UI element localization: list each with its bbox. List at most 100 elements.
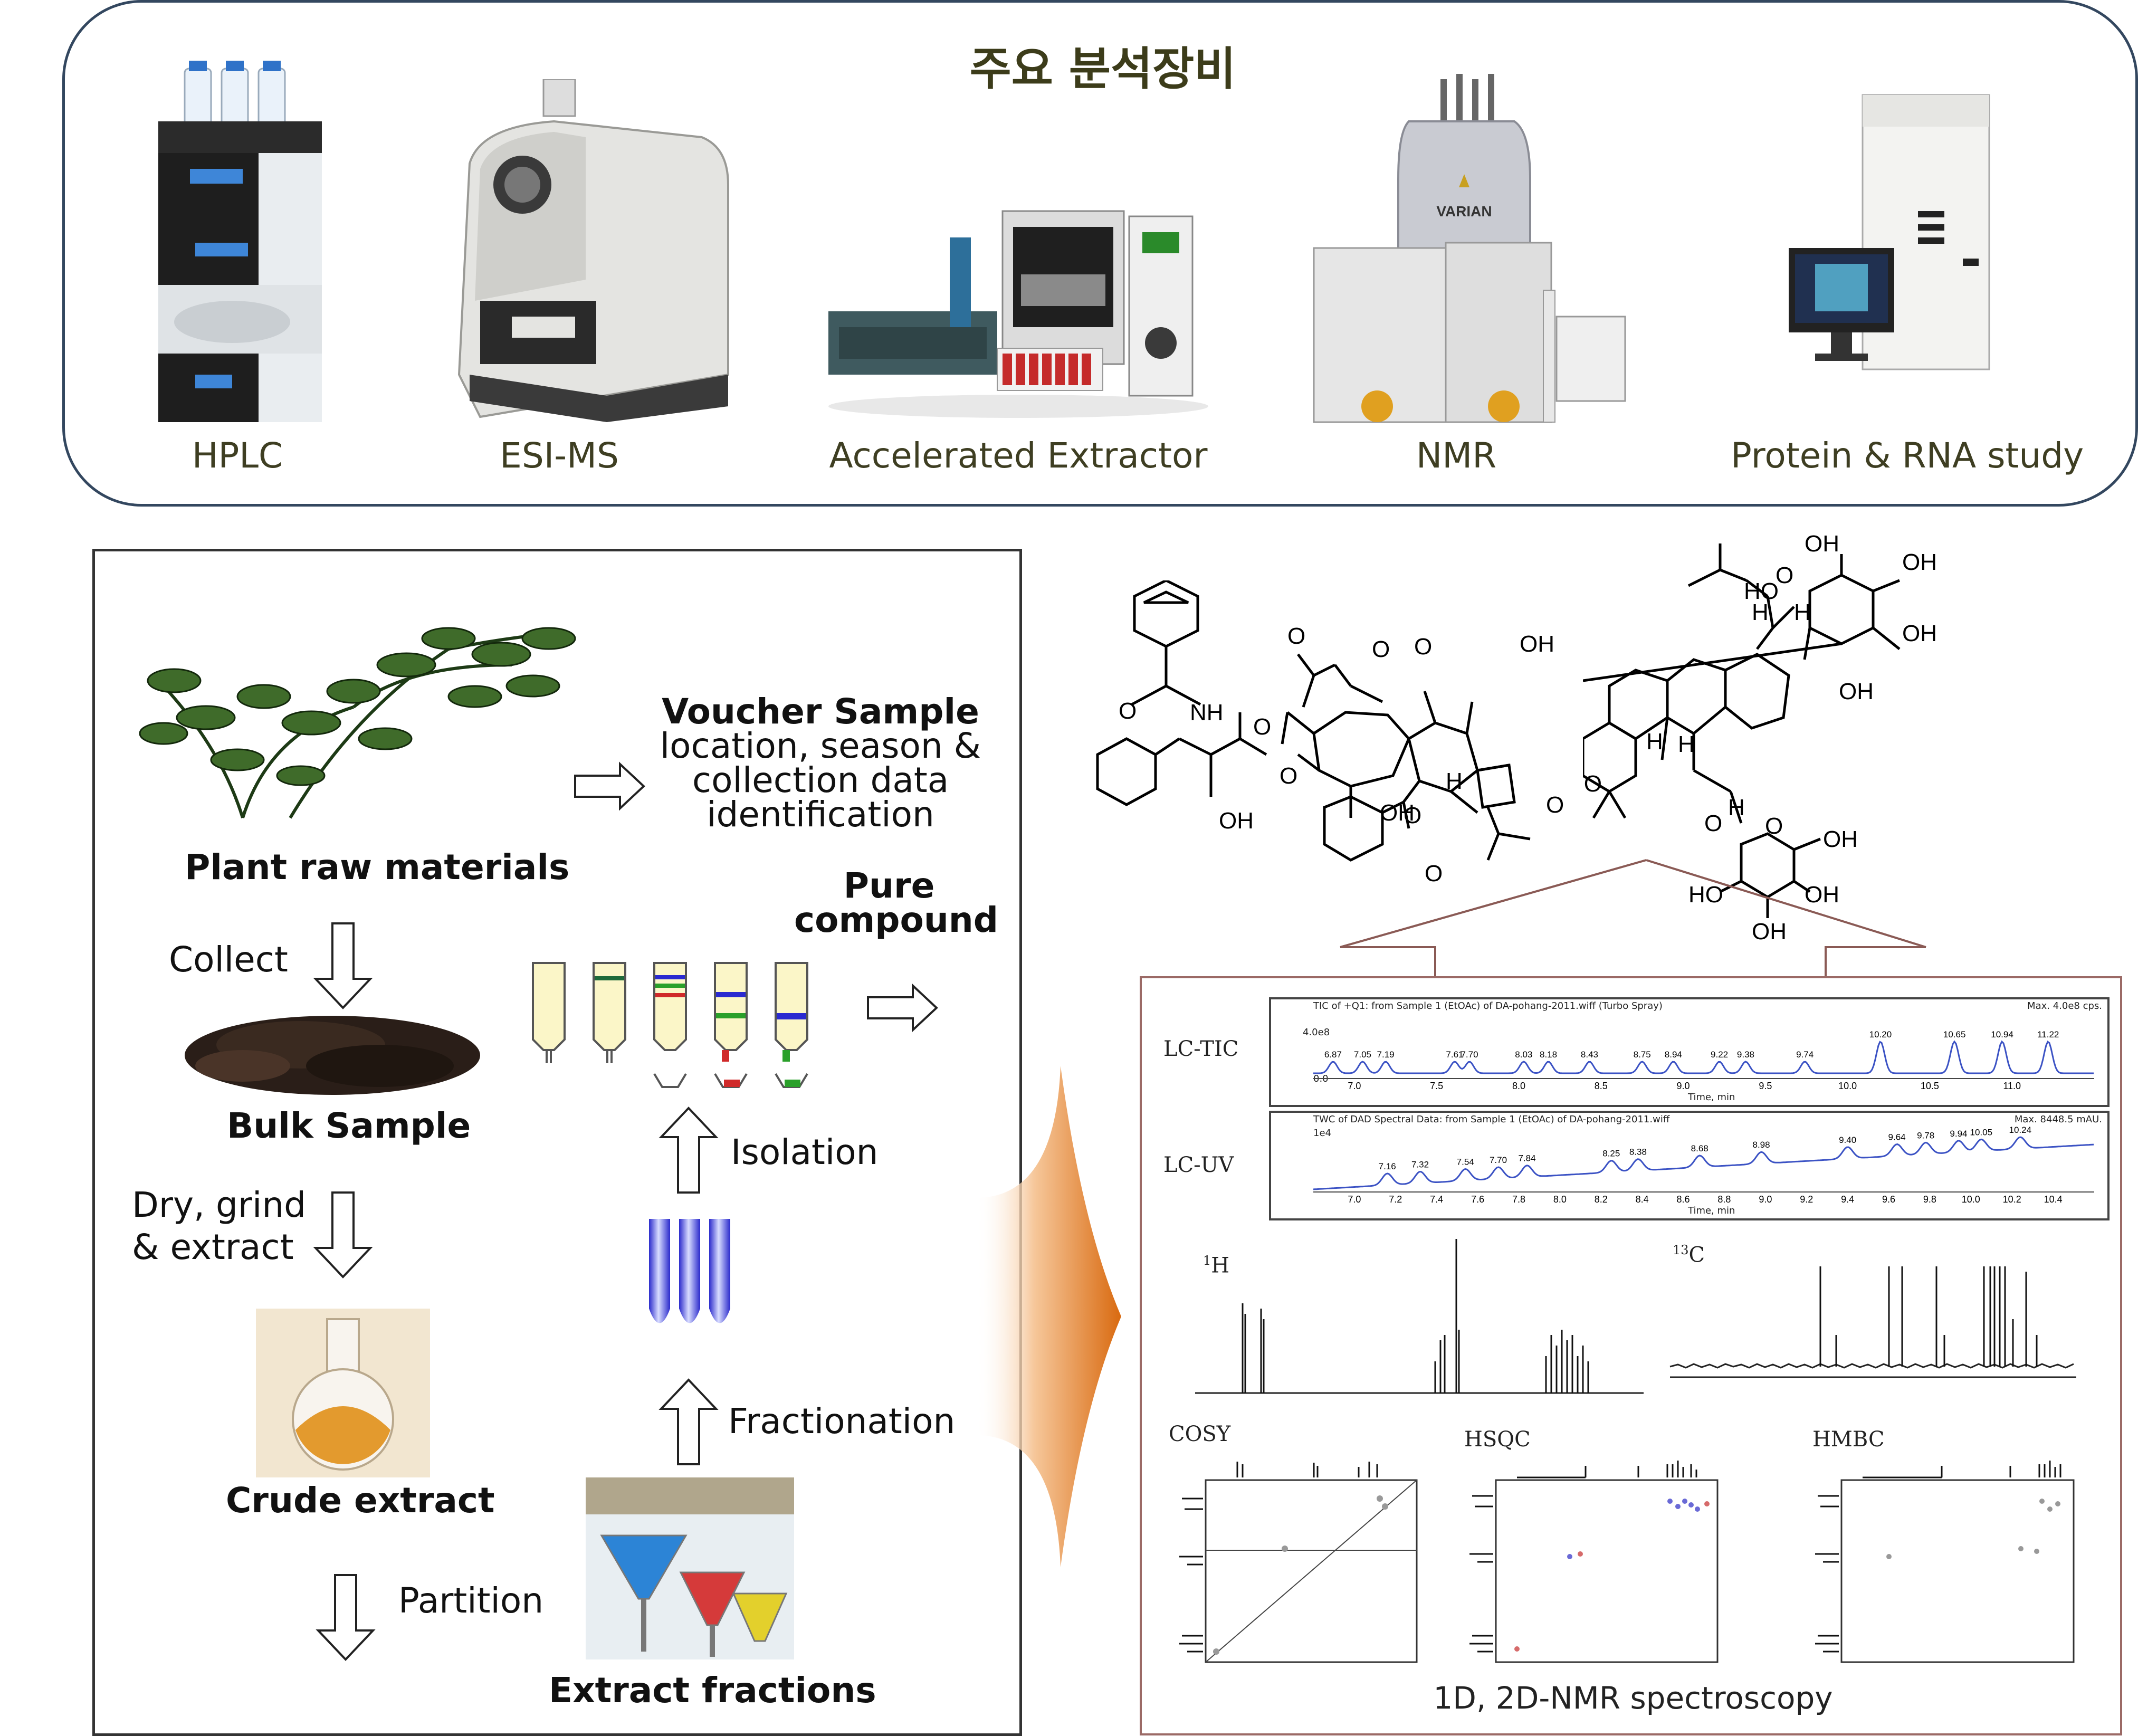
hplc-label: HPLC	[192, 435, 283, 476]
lc-uv-peak-label: 9.64	[1888, 1132, 1906, 1142]
voucher-line-2: collection data	[692, 760, 949, 800]
lc-uv-chromatogram: TWC of DAD Spectral Data: from Sample 1 …	[1269, 1111, 2110, 1220]
protein-rna-label: Protein & RNA study	[1731, 435, 2084, 476]
struct-left-label-11: H	[1446, 768, 1463, 794]
lc-uv-peak-label: 7.54	[1457, 1157, 1474, 1167]
down-hollow-arrow-partition	[316, 1574, 376, 1661]
lc-uv-peak-label: 10.05	[1970, 1127, 1993, 1137]
lc-tic-peak-label: 8.18	[1540, 1050, 1557, 1060]
lc-uv-tick-label: 7.4	[1430, 1194, 1443, 1205]
taxane-structure-drawing: O NH O OH O O OH O O OH H O O O	[1096, 580, 1564, 886]
lc-tic-header: TIC of +Q1: from Sample 1 (EtOAc) of DA-…	[1313, 1000, 1663, 1012]
lc-tic-peak-label: 8.75	[1634, 1050, 1651, 1060]
struct-left-label-5: O	[1280, 763, 1297, 789]
lc-uv-tick-label: 8.8	[1717, 1194, 1731, 1205]
struct-left-label-13: O	[1425, 861, 1443, 886]
lc-tic-peak-label: 8.03	[1515, 1050, 1532, 1060]
lc-tic-peak-label: 8.43	[1581, 1050, 1598, 1060]
struct-left-label-9: O	[1414, 634, 1432, 660]
struct-left-label-6: O	[1287, 623, 1305, 649]
lc-uv-tick-label: 10.4	[2044, 1194, 2063, 1205]
lc-tic-peak-label: 7.19	[1377, 1050, 1395, 1060]
lc-uv-tick-label: 10.2	[2003, 1194, 2021, 1205]
crude-extract-label: Crude extract	[226, 1480, 495, 1521]
nmr-spectroscopy-caption: 1D, 2D-NMR spectroscopy	[1433, 1680, 1833, 1716]
lc-tic-tick-label: 10.5	[1921, 1081, 1939, 1091]
lc-tic-tick-label: 10.0	[1838, 1081, 1857, 1091]
plant-illustration	[139, 627, 576, 819]
struct-right-label-18: OH	[1752, 919, 1787, 945]
lc-uv-tick-label: 7.0	[1348, 1194, 1361, 1205]
esi-ms-instrument-image	[457, 79, 729, 422]
lc-uv-tick-label: 8.0	[1553, 1194, 1567, 1205]
struct-right-label-1: OH	[1805, 531, 1839, 557]
lc-tic-tick-label: 7.0	[1348, 1081, 1361, 1091]
struct-right-label-5: HO	[1744, 578, 1779, 604]
pure-compound-line-1: Pure	[843, 865, 935, 906]
lc-uv-peak-label: 9.94	[1950, 1129, 1967, 1139]
isolation-label: Isolation	[731, 1132, 879, 1172]
extract-fractions-image	[586, 1477, 794, 1659]
lc-uv-max: Max. 8448.5 mAU.	[2014, 1114, 2102, 1125]
dry-grind-line-1: Dry, grind	[132, 1185, 307, 1225]
chromatography-columns-image	[532, 962, 808, 1088]
lc-tic-tick-label: 9.5	[1759, 1081, 1772, 1091]
pure-compound-line-2: compound	[794, 900, 999, 940]
lc-tic-peak-label: 7.05	[1354, 1050, 1371, 1060]
struct-right-label-11: HO	[1583, 771, 1602, 797]
lc-uv-ytop: 1e4	[1313, 1128, 1331, 1139]
plant-raw-materials-label: Plant raw materials	[185, 847, 570, 888]
right-hollow-arrow-voucher	[574, 761, 645, 811]
lc-uv-tick-label: 8.2	[1595, 1194, 1608, 1205]
lc-tic-peak-label: 6.87	[1324, 1050, 1342, 1060]
esi-ms-label: ESI-MS	[500, 435, 619, 476]
struct-right-label-15: OH	[1823, 826, 1858, 852]
orange-transition-arrow	[976, 1066, 1121, 1567]
hmbc-2d-spectrum	[1815, 1461, 2075, 1663]
lc-uv-tick-label: 8.4	[1636, 1194, 1649, 1205]
struct-right-label-6: H	[1752, 599, 1769, 625]
lc-tic-peak-label: 9.74	[1796, 1050, 1814, 1060]
lc-tic-tick-label: 8.0	[1512, 1081, 1525, 1091]
struct-right-label-8: O	[1776, 562, 1793, 588]
voucher-line-1: location, season &	[660, 726, 981, 766]
cosy-2d-spectrum	[1179, 1462, 1418, 1663]
lc-tic-peak-label: 8.94	[1665, 1050, 1682, 1060]
lc-tic-ytop: 4.0e8	[1303, 1027, 1330, 1038]
lc-uv-tick-label: 7.8	[1512, 1194, 1525, 1205]
struct-right-label-12: O	[1704, 810, 1722, 836]
struct-left-label-1: O	[1119, 698, 1137, 724]
lc-tic-chromatogram: TIC of +Q1: from Sample 1 (EtOAc) of DA-…	[1269, 997, 2110, 1107]
panel-title: 주요 분석장비	[969, 43, 1236, 96]
lc-tic-max: Max. 4.0e8 cps.	[2027, 1000, 2102, 1012]
equipment-panel: 주요 분석장비	[62, 0, 2138, 507]
nmr-instrument-image: VARIAN	[1313, 74, 1626, 423]
lc-uv-peak-label: 7.16	[1379, 1161, 1396, 1171]
lc-uv-peak-label: 7.84	[1519, 1153, 1536, 1163]
up-hollow-arrow-fractionation	[658, 1378, 719, 1465]
lc-tic-peak-label: 7.61	[1446, 1050, 1463, 1060]
hsqc-2d-spectrum	[1469, 1461, 1719, 1663]
struct-right-label-14: O	[1765, 813, 1783, 839]
dry-grind-line-2: & extract	[132, 1227, 294, 1267]
lc-uv-tick-label: 9.6	[1882, 1194, 1895, 1205]
collect-label: Collect	[169, 939, 288, 980]
ginsenoside-structure-drawing: OH OH OH OH HO H H O H H HO O H O OH HO …	[1583, 531, 1937, 945]
struct-left-label-8: O	[1372, 636, 1390, 662]
fraction-tubes-image	[649, 1219, 730, 1323]
fractionation-label: Fractionation	[728, 1401, 956, 1442]
struct-right-label-7: H	[1794, 599, 1811, 625]
struct-left-label-4: OH	[1219, 808, 1254, 834]
cosy-label: COSY	[1169, 1422, 1231, 1446]
bulk-sample-label: Bulk Sample	[227, 1105, 471, 1146]
up-hollow-arrow-isolation	[658, 1107, 719, 1194]
lc-uv-tick-label: 9.4	[1841, 1194, 1854, 1205]
extract-fractions-label: Extract fractions	[549, 1670, 876, 1711]
struct-right-label-16: HO	[1688, 882, 1723, 908]
accelerated-extractor-image	[828, 210, 1208, 418]
partition-label: Partition	[398, 1580, 544, 1621]
struct-right-label-4: OH	[1839, 679, 1874, 704]
struct-right-label-9: H	[1678, 731, 1695, 757]
